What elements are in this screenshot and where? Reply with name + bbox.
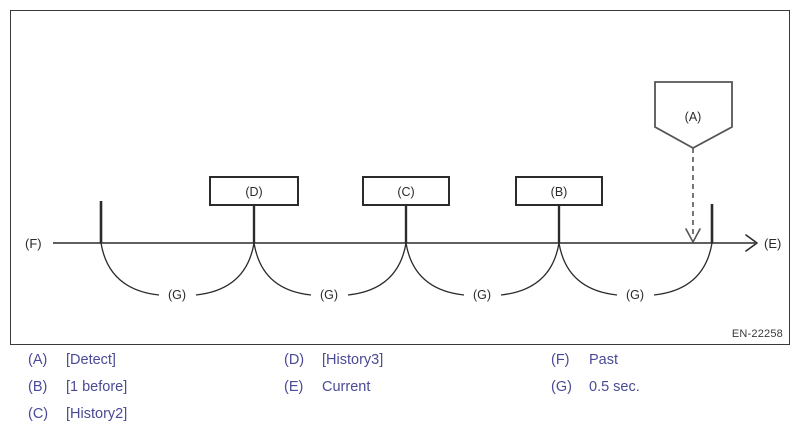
interval-arc-2-left	[405, 242, 465, 296]
legend-key-e: (E)	[284, 379, 304, 395]
legend-item-c: (C) [History2]	[28, 406, 127, 433]
legend-value-g: 0.5 sec.	[589, 379, 640, 395]
interval-arc-2-label: (G)	[473, 288, 491, 302]
legend: (A) [Detect] (B) [1 before] (C) [History…	[0, 352, 801, 438]
event-box-b: (B)	[515, 176, 603, 206]
axis-label-current: (E)	[764, 236, 781, 251]
timeline-diagram: (F) (E) (D) (C) (B)	[25, 81, 781, 302]
legend-item-d: (D) [History3]	[284, 352, 383, 379]
legend-value-d: [History3]	[322, 352, 384, 368]
interval-arc-2: (G)	[405, 242, 560, 302]
legend-item-e: (E) Current	[284, 379, 383, 406]
interval-arc-3-left	[558, 242, 618, 296]
interval-arc-1-left	[253, 242, 312, 296]
interval-arc-0-right	[195, 242, 255, 296]
legend-key-f: (F)	[551, 352, 570, 368]
figure-frame: (F) (E) (D) (C) (B)	[10, 10, 790, 345]
legend-value-b: [1 before]	[66, 379, 128, 395]
interval-arc-1-right	[347, 242, 407, 296]
interval-arc-1: (G)	[253, 242, 407, 302]
legend-key-g: (G)	[551, 379, 572, 395]
legend-value-c: [History2]	[66, 406, 128, 422]
legend-key-b: (B)	[28, 379, 48, 395]
detect-pointer-arrowhead-icon	[685, 228, 701, 243]
detect-callout-label: (A)	[685, 110, 702, 124]
legend-value-e: Current	[322, 379, 371, 395]
timeline-axis	[53, 234, 758, 252]
legend-value-f: Past	[589, 352, 619, 368]
axis-label-past: (F)	[25, 236, 42, 251]
legend-key-a: (A)	[28, 352, 48, 368]
event-box-c-label: (C)	[397, 185, 414, 199]
interval-arc-3-right	[653, 242, 713, 296]
event-box-c: (C)	[362, 176, 450, 206]
legend-item-a: (A) [Detect]	[28, 352, 127, 379]
interval-arc-0: (G)	[100, 242, 255, 302]
interval-arc-0-label: (G)	[168, 288, 186, 302]
legend-item-f: (F) Past	[551, 352, 640, 379]
interval-arc-0-left	[100, 242, 160, 296]
event-box-b-rect	[515, 176, 603, 206]
axis-arrowhead-icon	[745, 234, 758, 252]
legend-item-g: (G) 0.5 sec.	[551, 379, 640, 406]
detect-callout: (A)	[654, 81, 733, 243]
legend-column-2: (D) [History3] (E) Current	[284, 352, 383, 406]
legend-item-b: (B) [1 before]	[28, 379, 127, 406]
event-box-d-label: (D)	[245, 185, 262, 199]
legend-column-3: (F) Past (G) 0.5 sec.	[551, 352, 640, 406]
legend-key-c: (C)	[28, 406, 49, 422]
event-box-c-rect	[362, 176, 450, 206]
interval-arc-3: (G)	[558, 242, 713, 302]
legend-value-a: [Detect]	[66, 352, 116, 368]
detect-callout-shape	[654, 81, 733, 150]
legend-key-d: (D)	[284, 352, 305, 368]
interval-arc-2-right	[500, 242, 560, 296]
interval-arc-3-label: (G)	[626, 288, 644, 302]
interval-arc-1-label: (G)	[320, 288, 338, 302]
figure-id-label: EN-22258	[731, 328, 783, 340]
legend-column-1: (A) [Detect] (B) [1 before] (C) [History…	[28, 352, 127, 433]
event-box-b-label: (B)	[551, 185, 568, 199]
event-box-d: (D)	[209, 176, 299, 206]
